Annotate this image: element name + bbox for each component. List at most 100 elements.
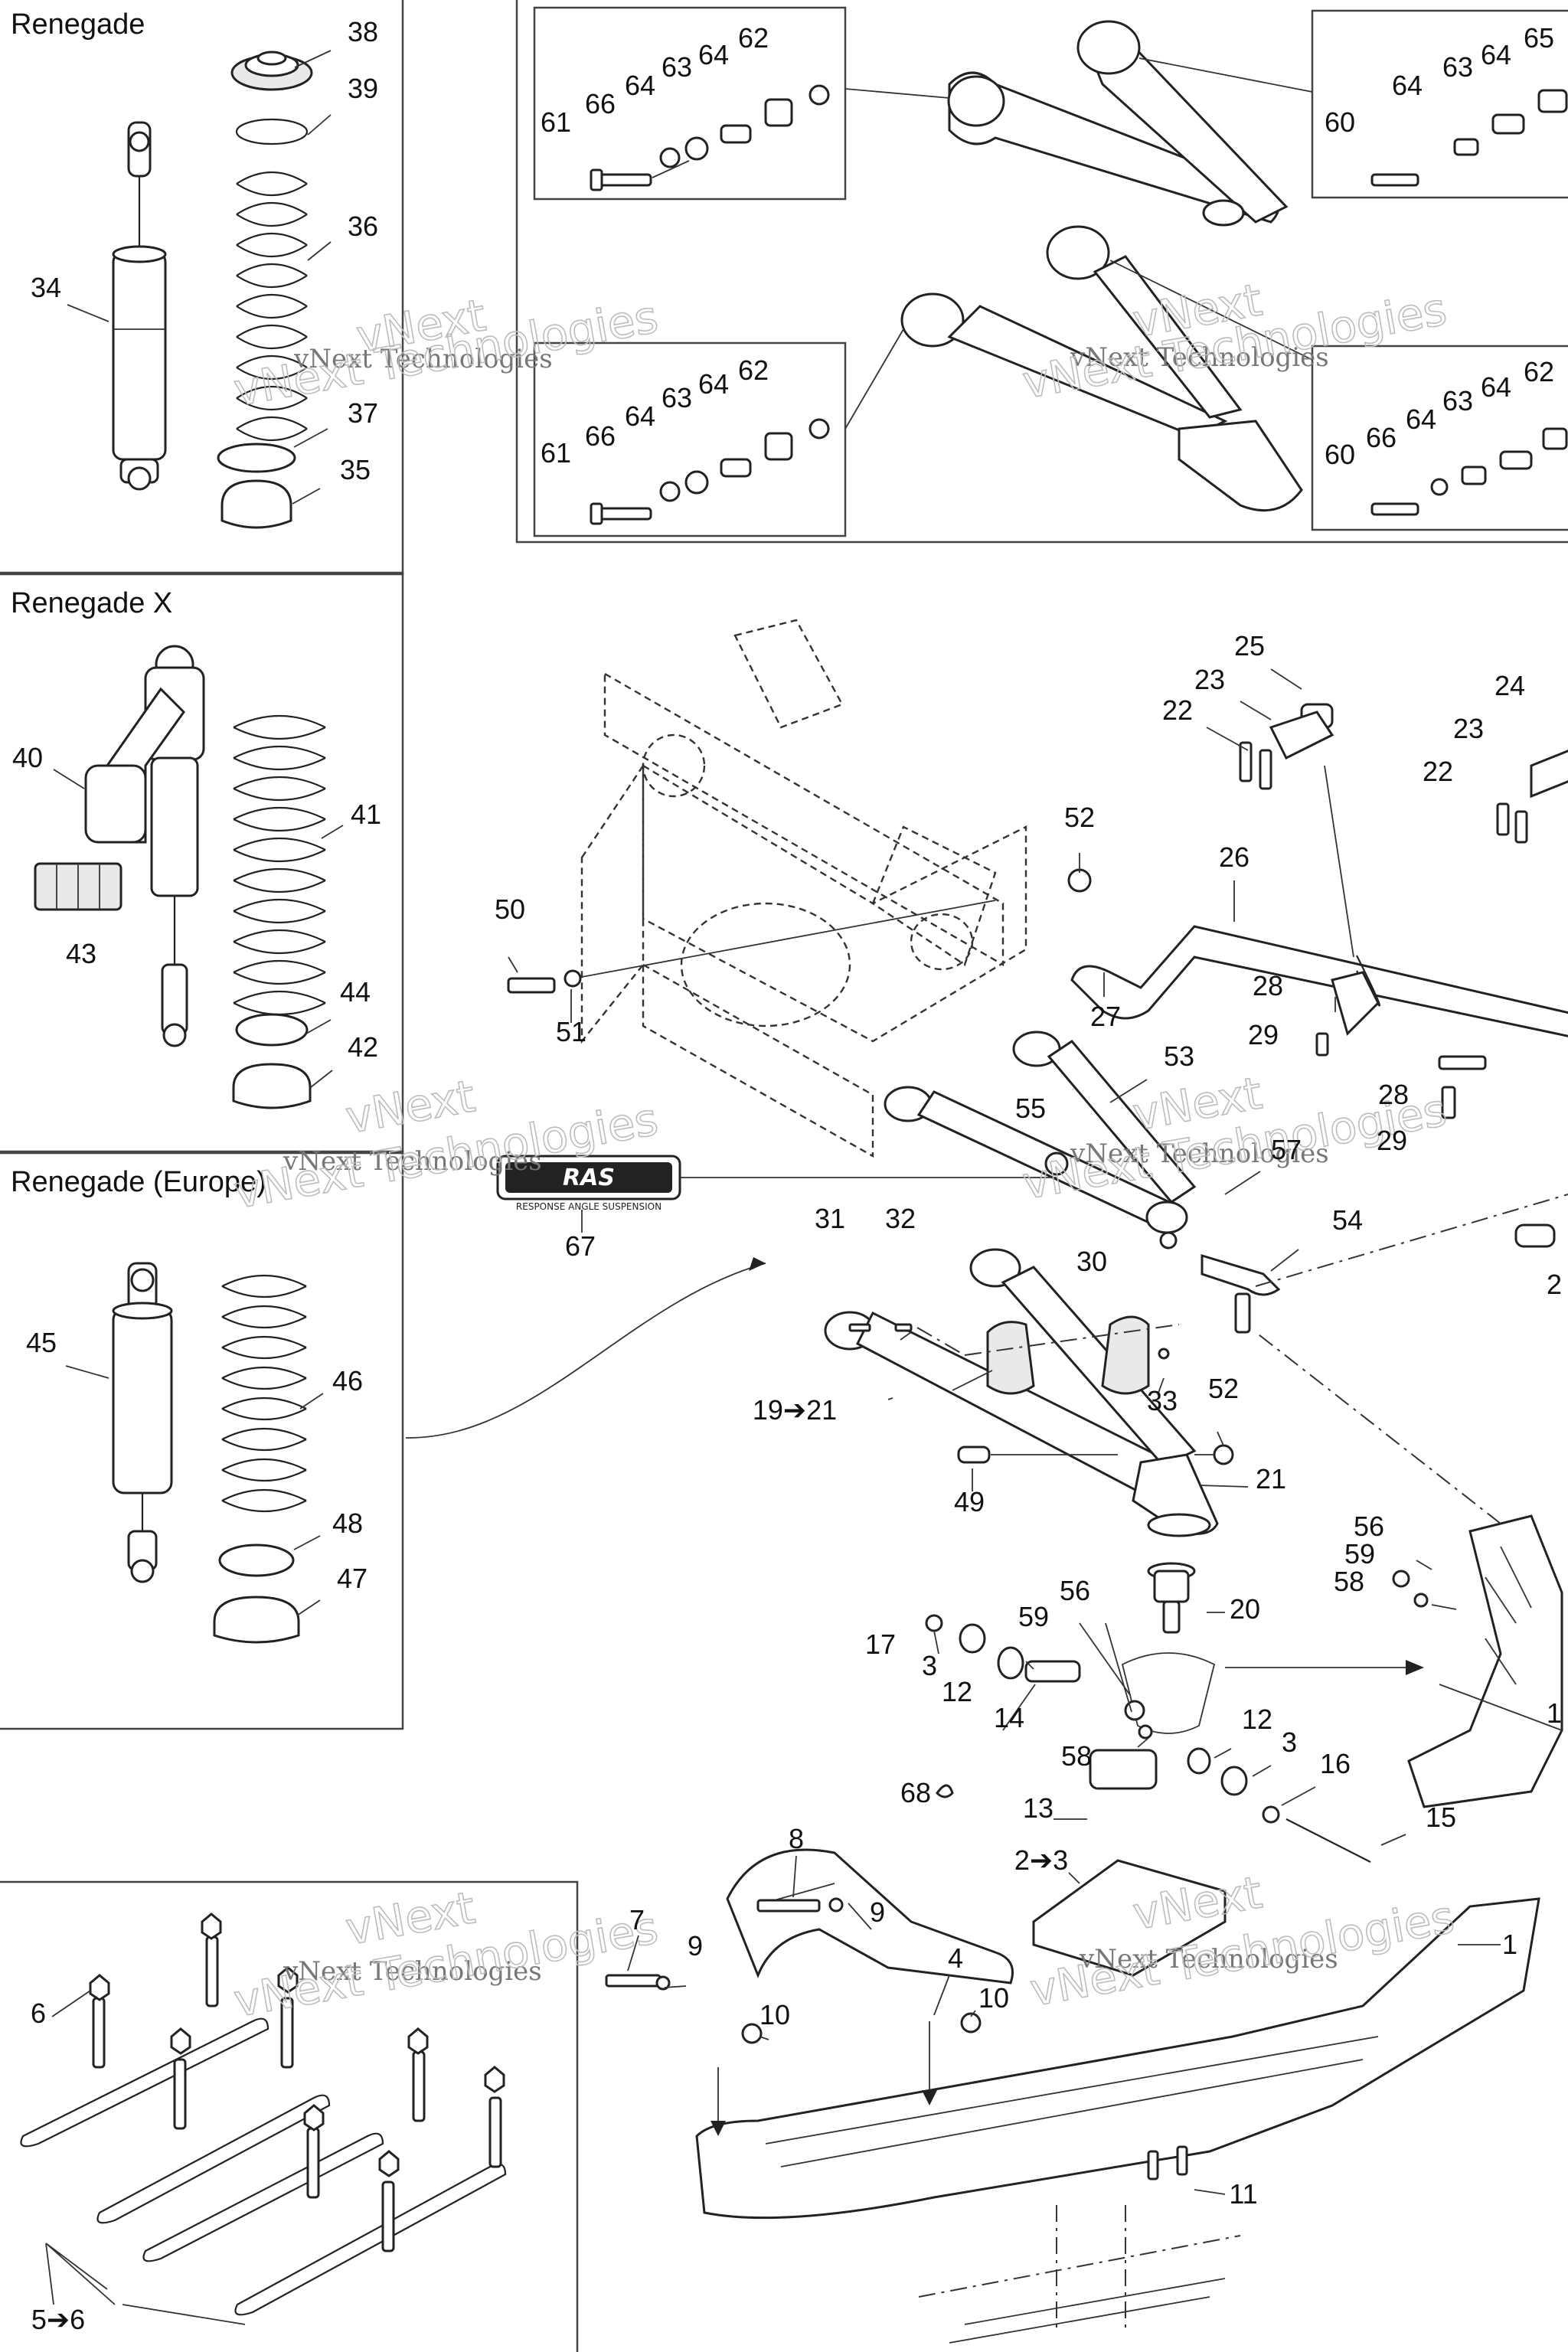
part-callout-b8: 8 [789, 1823, 804, 1854]
part-callout-c34: 34 [31, 272, 61, 303]
watermark-text: vNext Technologies [1070, 342, 1329, 373]
part-callout-m55: 55 [1015, 1093, 1046, 1124]
lower-arm-hardware [590, 418, 830, 525]
part-callout-t62: 62 [738, 22, 769, 54]
part-callout-u64b: 64 [698, 368, 729, 400]
part-callout-s62: 62 [1524, 356, 1554, 387]
part-callout-m3: 3 [922, 1650, 937, 1681]
lower-a-arm [824, 1248, 1219, 1537]
part-callout-m33: 33 [1147, 1385, 1178, 1416]
connector-europe [405, 1263, 766, 1439]
part-callout-m56: 56 [1354, 1511, 1384, 1542]
part-callout-m3b: 3 [1282, 1726, 1297, 1758]
watermark-text: vNext Technologies [1070, 1138, 1329, 1169]
ski [605, 1848, 1540, 2344]
part-callout-m50: 50 [495, 893, 525, 925]
part-callout-m14: 14 [994, 1702, 1024, 1733]
part-callout-c38: 38 [348, 16, 378, 47]
renegade-europe-leaders [65, 1365, 324, 1616]
ras-logo-mark: RAS [563, 1165, 615, 1191]
part-callout-r63: 63 [1442, 51, 1473, 83]
part-callout-c46: 46 [332, 1365, 363, 1396]
arrow-head [749, 1257, 766, 1271]
part-callout-m20: 20 [1230, 1593, 1260, 1625]
renegade-europe-spring [213, 1275, 307, 1644]
renegade-europe-shock [112, 1262, 173, 1583]
ras-logo: RAS RESPONSE ANGLE SUSPENSION [496, 1155, 1057, 1233]
part-callout-u64a: 64 [625, 400, 655, 432]
part-callout-m24: 24 [1494, 670, 1525, 701]
part-callout-s64b: 64 [1481, 371, 1511, 403]
part-callout-u62: 62 [738, 354, 769, 386]
part-callout-c67: 67 [565, 1230, 596, 1262]
spindle [1121, 1331, 1563, 1808]
part-callout-t63: 63 [662, 51, 692, 83]
watermark-text: vNext Technologies [283, 1146, 542, 1177]
part-callout-m22b: 22 [1423, 756, 1453, 787]
part-callout-m27: 27 [1090, 1001, 1121, 1032]
bottom-leaders [51, 1855, 1501, 2195]
part-callout-b10b: 10 [978, 1982, 1009, 2014]
part-callout-m52: 52 [1064, 802, 1095, 833]
panel-title-renegade-europe: Renegade (Europe) [11, 1166, 266, 1198]
part-callout-m23: 23 [1194, 664, 1225, 695]
callout-layer: 3839363437354041434442454648476761666463… [12, 16, 1562, 2335]
part-callout-c36: 36 [348, 211, 378, 242]
part-callout-m58: 58 [1334, 1566, 1364, 1597]
upper-arm-hardware [590, 84, 830, 191]
part-callout-t64b: 64 [698, 39, 729, 70]
part-callout-m16: 16 [1320, 1748, 1351, 1779]
part-callout-b10: 10 [760, 1999, 790, 2030]
part-callout-b6: 6 [31, 1998, 46, 2029]
part-callout-m49: 49 [954, 1486, 985, 1517]
connector-lower-left [844, 328, 904, 430]
part-callout-m28b: 28 [1378, 1079, 1409, 1110]
part-callout-t64a: 64 [625, 70, 655, 101]
part-callout-s63: 63 [1442, 385, 1473, 416]
part-callout-b1: 1 [1502, 1929, 1517, 1960]
panel-title-renegade-x: Renegade X [11, 587, 172, 619]
renegade-x-spring [232, 714, 326, 1109]
part-callout-m28: 28 [1253, 970, 1283, 1001]
part-callout-c40: 40 [12, 742, 43, 773]
arm-stoppers [848, 1315, 1180, 1395]
part-callout-r60: 60 [1325, 106, 1355, 138]
part-callout-b9: 9 [870, 1896, 885, 1928]
main-leaders [508, 668, 1563, 1846]
part-callout-m54: 54 [1332, 1204, 1363, 1236]
renegade-spring [217, 51, 313, 529]
renegade-leaders [67, 50, 332, 505]
part-callout-m30: 30 [1076, 1246, 1107, 1277]
part-callout-m22: 22 [1162, 694, 1193, 726]
sway-bar-links [1239, 703, 1568, 1119]
watermark-text: vNext Technologies [1079, 1944, 1338, 1975]
renegade-shock [112, 121, 167, 491]
part-callout-c41: 41 [351, 799, 381, 830]
upper-a-arm [884, 1031, 1197, 1234]
part-callout-m32: 32 [885, 1203, 916, 1234]
lower-arm-hardware-main [957, 1444, 1234, 1465]
watermark-text: vNext Technologies [293, 344, 553, 374]
part-callout-m15: 15 [1426, 1802, 1456, 1833]
part-callout-m1: 1 [1547, 1697, 1562, 1729]
part-callout-m12b: 12 [1242, 1704, 1272, 1735]
part-callout-r64b: 64 [1481, 39, 1511, 70]
runner-bars [20, 1913, 507, 2325]
part-callout-c44: 44 [340, 976, 371, 1008]
part-callout-m52b: 52 [1208, 1373, 1239, 1404]
part-callout-b7: 7 [629, 1904, 645, 1936]
part-callout-c35: 35 [340, 454, 371, 485]
part-callout-u61: 61 [541, 437, 571, 469]
connector-upper-right [1138, 57, 1313, 93]
renegade-x-leaders [53, 769, 344, 1088]
upper-arm-hardware-right [1370, 89, 1568, 187]
part-callout-m25: 25 [1234, 630, 1265, 662]
part-callout-c43: 43 [66, 938, 96, 969]
part-callout-c48: 48 [332, 1508, 363, 1539]
part-callout-m2: 2 [1547, 1269, 1562, 1300]
part-callout-c47: 47 [337, 1563, 368, 1594]
part-callout-t61: 61 [541, 106, 571, 138]
part-callout-t66: 66 [585, 88, 616, 119]
part-callout-c39: 39 [348, 73, 378, 104]
